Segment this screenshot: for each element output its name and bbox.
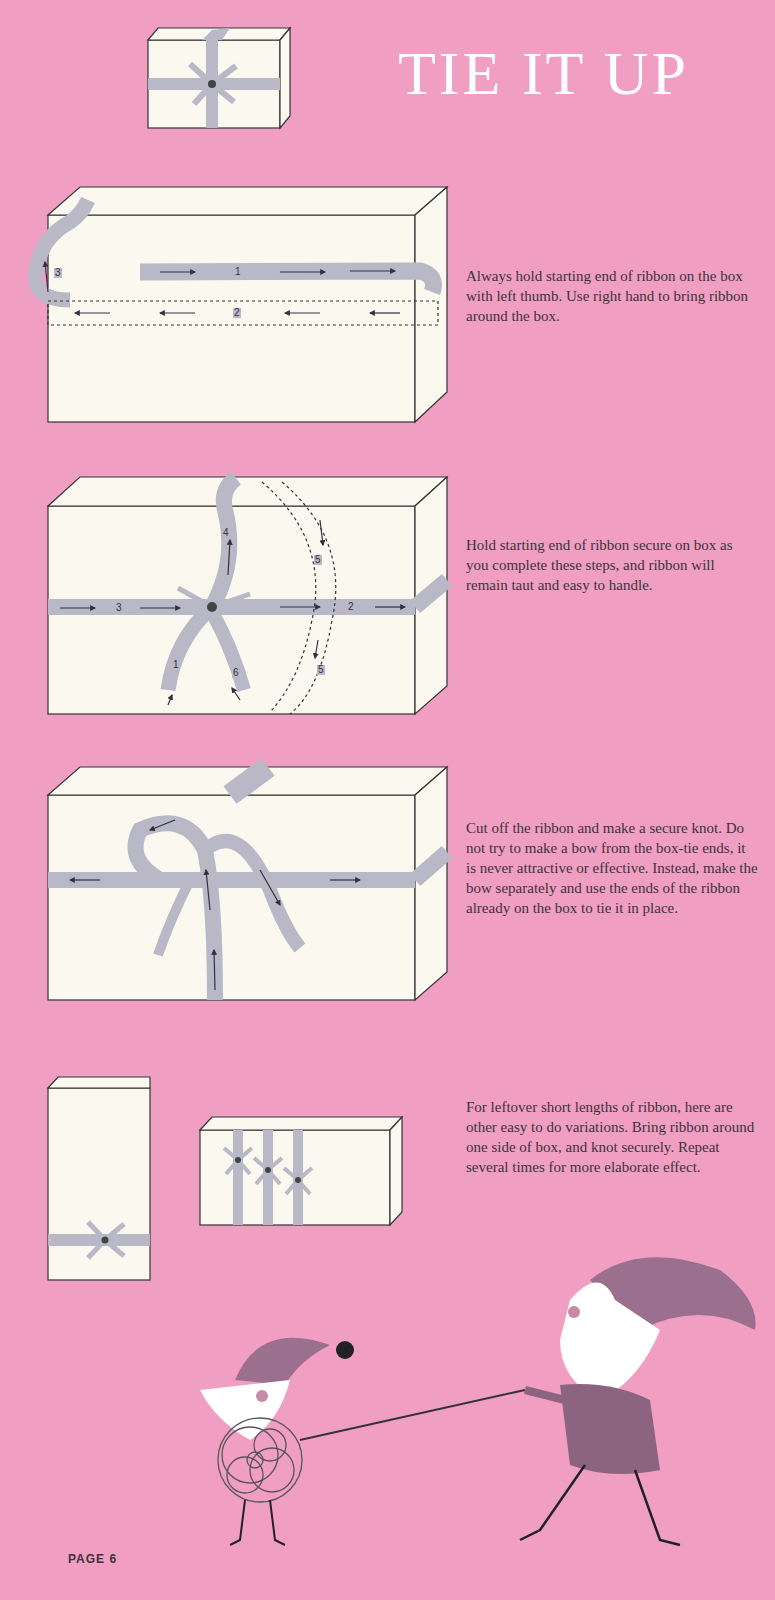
page-title: TIE IT UP — [398, 42, 689, 104]
callout-number: 3 — [115, 603, 123, 613]
callout-number: 2 — [347, 602, 355, 612]
callout-number: 1 — [172, 660, 180, 670]
callout-number: 5 — [317, 665, 325, 675]
page-number: PAGE 6 — [68, 1552, 117, 1566]
callout-number: 3 — [54, 268, 62, 278]
instruction-text: Hold starting end of ribbon secure on bo… — [466, 535, 758, 595]
callout-number: 1 — [234, 267, 242, 277]
instruction-text: Always hold starting end of ribbon on th… — [466, 266, 758, 326]
callout-number: 4 — [222, 528, 230, 538]
instruction-text: For leftover short lengths of ribbon, he… — [466, 1097, 758, 1177]
callout-number: 5 — [314, 555, 322, 565]
callout-number: 2 — [233, 308, 241, 318]
instruction-text: Cut off the ribbon and make a secure kno… — [466, 818, 758, 918]
callout-number: 6 — [232, 668, 240, 678]
